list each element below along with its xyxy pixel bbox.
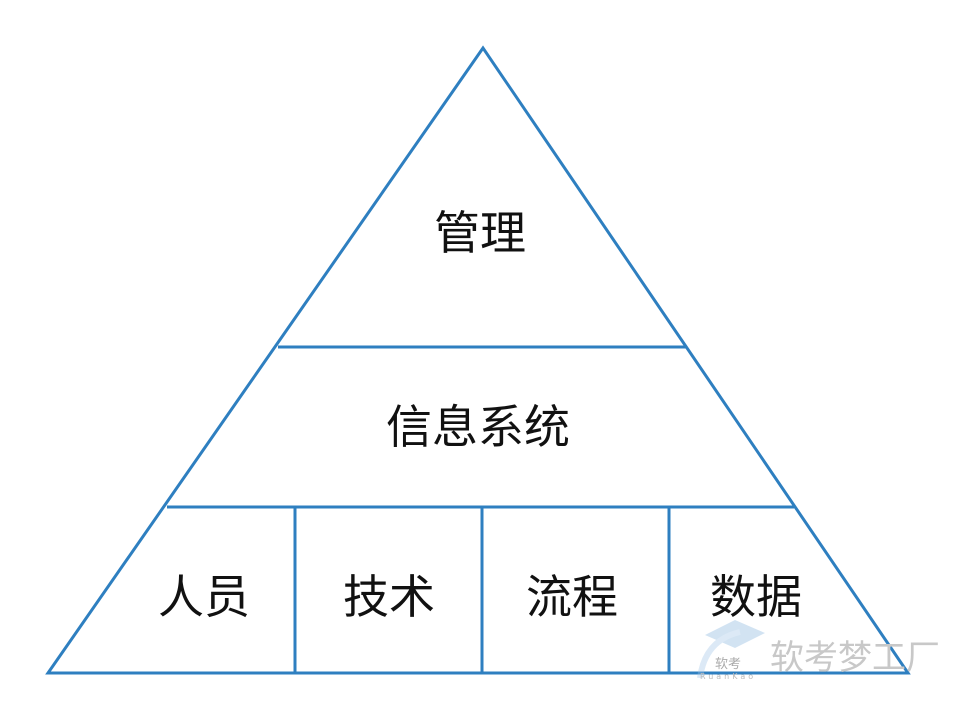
pyramid-outline xyxy=(45,45,911,675)
watermark-logo-icon xyxy=(697,620,765,679)
layer-information-system: 信息系统 xyxy=(386,400,570,454)
watermark-logo-subtext: RuanKao xyxy=(700,672,757,681)
base-process: 流程 xyxy=(526,570,618,624)
base-personnel: 人员 xyxy=(158,570,250,624)
watermark-logo-text: 软考 xyxy=(715,657,742,672)
watermark-brand: 软考梦工厂 xyxy=(770,638,940,678)
layer-management: 管理 xyxy=(434,206,526,260)
base-technology: 技术 xyxy=(343,570,435,624)
base-data: 数据 xyxy=(710,570,802,624)
